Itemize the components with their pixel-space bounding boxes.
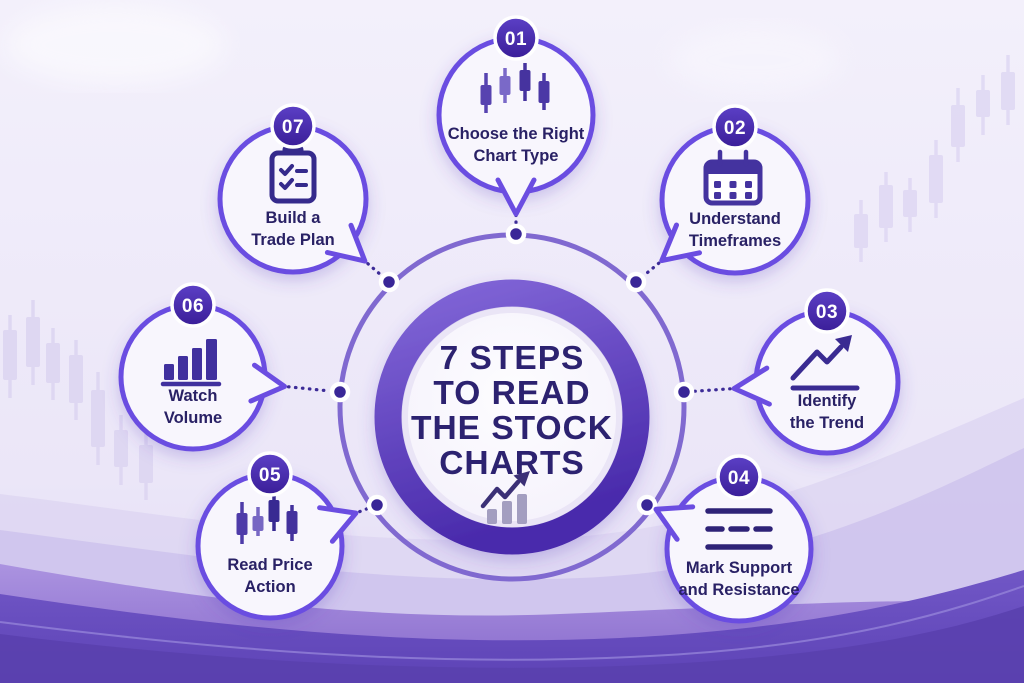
support-resistance-lines-icon: [705, 508, 773, 550]
step-06-number: 06: [182, 296, 204, 317]
wave-highlight-line: [0, 585, 1024, 661]
step-06-tail: [248, 362, 287, 404]
center-title-line-1: 7 STEPS: [440, 340, 585, 377]
step-02-tail: [659, 222, 702, 264]
step-bubble-05: Read Price Action 05: [195, 451, 359, 621]
connector-step-02: [642, 261, 661, 277]
step-05-number: 05: [259, 465, 281, 486]
background-candlesticks-left: [3, 300, 153, 500]
candlestick-chart-icon: [480, 63, 550, 113]
trend-line-up-icon: [790, 335, 860, 391]
center-title-line-4: CHARTS: [439, 445, 585, 482]
step-06-label-line-1: Watch: [169, 387, 218, 405]
orbit-node-04: [636, 494, 658, 516]
center-title-line-3: THE STOCK: [411, 410, 613, 447]
step-02-label-line-2: Timeframes: [689, 232, 781, 250]
step-bubble-07: Build a Trade Plan 07: [217, 103, 369, 275]
connector-step-07: [366, 262, 383, 277]
step-01-label-line-1: Choose the Right: [448, 125, 585, 143]
orbit-node-05: [366, 494, 388, 516]
step-05-number-badge: [247, 451, 293, 497]
step-03-tail: [731, 365, 772, 407]
step-06-number-badge: [170, 282, 216, 328]
step-bubble-01: Choose the Right Chart Type 01: [436, 15, 596, 217]
step-07-label-line-2: Trade Plan: [251, 231, 334, 249]
step-02-number: 02: [724, 118, 746, 139]
step-02-label-line-1: Understand: [689, 210, 781, 228]
step-03-label-line-1: Identify: [798, 392, 857, 410]
background-highlight-left: [5, 5, 225, 85]
background-candlesticks-right: [854, 55, 1015, 262]
step-02-number-badge: [712, 104, 758, 150]
step-03-number-badge: [804, 288, 850, 334]
step-04-tail: [653, 504, 696, 542]
step-bubble-06: Watch Volume 06: [118, 282, 287, 452]
volume-bars-icon: [160, 339, 222, 387]
center-ring: [374, 279, 650, 555]
step-bubble-03: Identify the Trend 03: [731, 288, 901, 456]
orbit-nodes: [329, 223, 695, 516]
step-bubble-02: Understand Timeframes 02: [659, 104, 811, 276]
step-06-label-line-2: Volume: [164, 409, 222, 427]
orbit-node-06: [329, 381, 351, 403]
candlestick-price-action-icon: [236, 495, 298, 544]
step-01-number-badge: [493, 15, 539, 61]
orbit-node-07: [378, 271, 400, 293]
step-05-label-line-1: Read Price: [227, 556, 312, 574]
center-disc: [408, 313, 616, 521]
step-01-circle: [436, 35, 596, 195]
step-04-label-line-1: Mark Support: [686, 559, 793, 577]
step-01-tail: [495, 177, 537, 217]
step-05-label-line-2: Action: [244, 578, 295, 596]
step-03-number: 03: [816, 302, 838, 323]
step-03-label-line-2: the Trend: [790, 414, 864, 432]
step-01-number: 01: [505, 29, 527, 50]
orbit-node-02: [625, 271, 647, 293]
step-04-number: 04: [728, 468, 750, 489]
step-04-label-line-2: and Resistance: [678, 581, 799, 599]
trade-plan-checklist-icon: [269, 144, 317, 204]
step-07-tail: [324, 222, 368, 264]
calendar-icon: [703, 149, 763, 206]
step-01-label-line-2: Chart Type: [474, 147, 559, 165]
step-05-tail: [317, 505, 359, 544]
step-07-number-badge: [270, 103, 316, 149]
step-bubble-04: Mark Support and Resistance 04: [653, 454, 814, 624]
orbit-node-03: [673, 381, 695, 403]
connector-step-03: [693, 387, 732, 393]
connector-step-06: [286, 385, 331, 393]
step-07-label-line-1: Build a: [265, 209, 321, 227]
step-07-number: 07: [282, 117, 304, 138]
bar-chart-rising-arrow-icon: [480, 471, 530, 524]
orbit-node-01: [505, 223, 527, 245]
wave-4: [0, 570, 1024, 683]
center-title-line-2: TO READ: [433, 375, 590, 412]
center-medallion: 7 STEPS TO READ THE STOCK CHARTS: [374, 279, 650, 555]
wave-5: [0, 606, 1024, 683]
step-04-number-badge: [716, 454, 762, 500]
connector-step-05: [358, 507, 369, 514]
background-highlight-right: [670, 25, 840, 95]
